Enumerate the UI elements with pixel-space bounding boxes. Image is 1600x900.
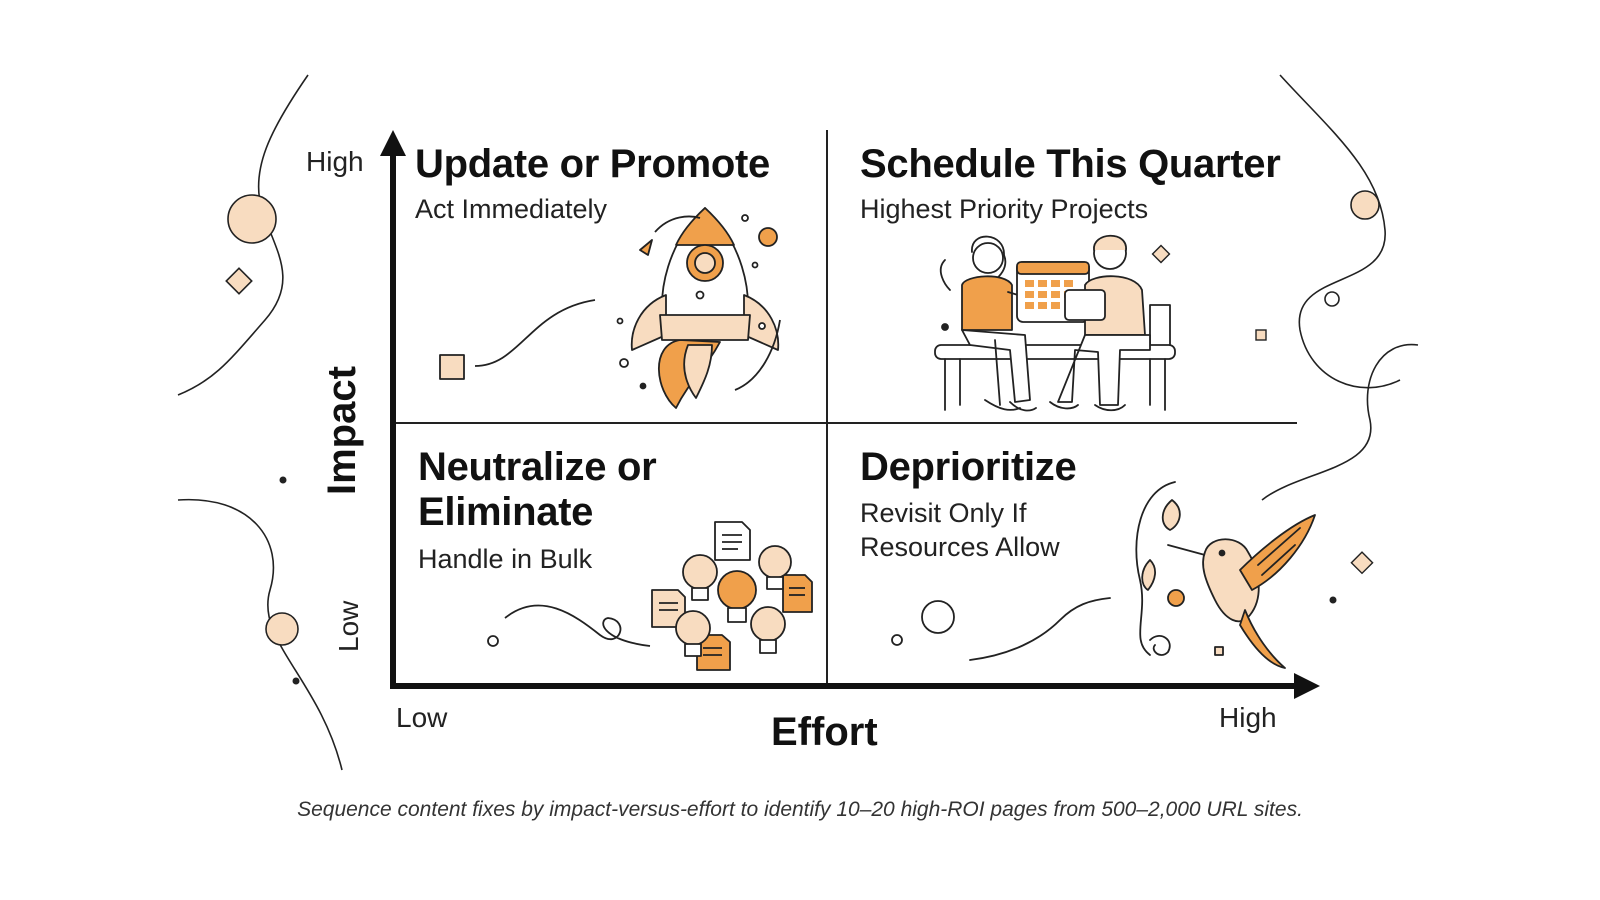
y-axis-high-label: High: [306, 146, 364, 177]
x-axis-high-label: High: [1219, 702, 1277, 733]
quadrant-top-left-title: Update or Promote: [415, 142, 770, 186]
figure-caption: Sequence content fixes by impact-versus-…: [297, 798, 1303, 821]
quadrant-bottom-left-subtitle: Handle in Bulk: [418, 544, 593, 574]
decorative-dots: [225, 190, 1380, 685]
hummingbird-icon: [891, 481, 1316, 669]
quadrant-bottom-left-title-line1: Neutralize or: [418, 445, 657, 489]
people-calendar-icon: [934, 234, 1176, 412]
x-axis-title: Effort: [771, 710, 878, 754]
y-axis-title: Impact: [320, 366, 364, 495]
decorative-swirls: [177, 74, 1419, 771]
quadrant-top-left-subtitle: Act Immediately: [415, 194, 608, 224]
x-axis-arrow: [390, 673, 1320, 699]
quadrant-bottom-right-subtitle-line1: Revisit Only If: [860, 498, 1027, 528]
y-axis-arrow: [380, 130, 406, 688]
lightbulbs-documents-icon: [487, 521, 813, 671]
quadrant-top-right-subtitle: Highest Priority Projects: [860, 194, 1149, 224]
quadrant-bottom-left-title-line2: Eliminate: [418, 490, 594, 534]
y-axis-low-label: Low: [333, 600, 364, 652]
quadrant-bottom-right-subtitle-line2: Resources Allow: [860, 532, 1060, 562]
quadrant-bottom-right-title: Deprioritize: [860, 445, 1077, 489]
rocket-icon: [439, 207, 781, 409]
quadrant-dividers: [395, 130, 1297, 685]
quadrant-top-right-title: Schedule This Quarter: [860, 142, 1281, 186]
x-axis-low-label: Low: [396, 702, 448, 733]
